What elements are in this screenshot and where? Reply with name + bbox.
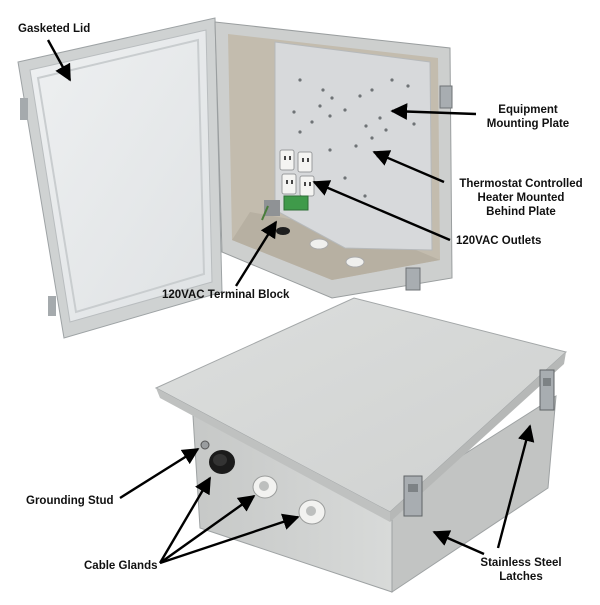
label-stainless-latches: Stainless Steel Latches — [466, 556, 576, 584]
lid-hinge-top — [20, 98, 28, 120]
arrow-thermostat-heater — [372, 150, 445, 184]
cable-gland-1 — [252, 475, 278, 499]
arrow-gland-2 — [159, 495, 256, 564]
interior-grommet-black — [276, 227, 290, 235]
closed-latch-front — [403, 475, 423, 517]
arrow-terminal-block — [234, 220, 278, 287]
open-box-body — [214, 21, 453, 299]
arrow-grounding-stud — [119, 447, 200, 500]
open-box-latch-bottom — [405, 267, 421, 291]
plate-holes — [292, 78, 416, 198]
closed-latch-back — [539, 369, 555, 411]
outlets — [279, 149, 315, 197]
label-grounding-stud: Grounding Stud — [26, 495, 114, 507]
label-outlets: 120VAC Outlets — [456, 235, 542, 247]
callout-arrows — [46, 39, 535, 565]
arrow-gland-1 — [158, 476, 212, 564]
open-enclosure — [17, 17, 453, 339]
open-box-latch-top — [439, 85, 453, 109]
interior-grommet-2 — [345, 256, 365, 268]
label-equipment-line2: Mounting Plate — [486, 118, 570, 130]
label-thermostat-heater: Thermostat Controlled Heater Mounted Beh… — [446, 177, 596, 219]
label-thermostat-line1: Thermostat Controlled — [459, 178, 583, 190]
closed-enclosure — [154, 297, 568, 593]
equipment-mounting-plate — [274, 41, 433, 251]
label-equipment-mounting-plate: Equipment Mounting Plate — [478, 103, 578, 131]
label-cable-glands: Cable Glands — [84, 560, 158, 572]
label-equipment-line1: Equipment — [498, 104, 558, 116]
terminal-block — [261, 195, 309, 221]
arrow-latch-front — [432, 530, 485, 556]
interior-grommet-1 — [309, 238, 329, 250]
cable-gland-black — [209, 450, 235, 474]
arrow-outlets — [312, 180, 451, 242]
cable-gland-2 — [298, 499, 326, 525]
label-terminal-block: 120VAC Terminal Block — [162, 289, 290, 301]
label-latches-line1: Stainless Steel — [480, 557, 562, 569]
label-thermostat-line3: Behind Plate — [486, 206, 556, 218]
label-thermostat-line2: Heater Mounted — [477, 192, 565, 204]
label-latches-line2: Latches — [499, 571, 543, 583]
lid-hinge-bottom — [48, 296, 56, 316]
arrow-latch-back — [496, 424, 535, 549]
arrow-gland-3 — [159, 513, 300, 565]
arrow-gasketed-lid — [46, 39, 72, 82]
grounding-stud — [200, 440, 210, 450]
gasketed-lid — [17, 17, 223, 339]
label-gasketed-lid: Gasketed Lid — [18, 23, 91, 35]
arrow-mounting-plate — [390, 103, 477, 120]
